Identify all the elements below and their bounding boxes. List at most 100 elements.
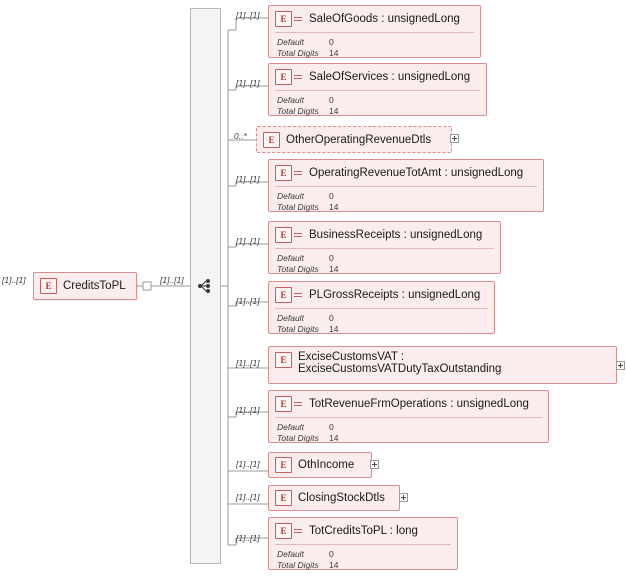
element-box-9[interactable]: E ClosingStockDtls (268, 485, 400, 511)
element-header: E TotRevenueFrmOperations : unsignedLong (269, 391, 548, 417)
occurrence-label-6: [1]..[1] (236, 358, 260, 368)
simple-type-icon (294, 70, 303, 84)
element-box-8[interactable]: E OthIncome (268, 452, 372, 478)
element-name: PLGrossReceipts : unsignedLong (309, 289, 481, 301)
root-occurrence-label: [1]..[1] (2, 275, 26, 285)
element-box-4[interactable]: E BusinessReceipts : unsignedLong Defaul… (268, 221, 501, 274)
element-box-10[interactable]: E TotCreditsToPL : long Default 0 Total … (268, 517, 458, 570)
element-icon: E (275, 287, 292, 303)
element-box-7[interactable]: E TotRevenueFrmOperations : unsignedLong… (268, 390, 549, 443)
element-icon: E (275, 457, 292, 473)
element-box-1[interactable]: E SaleOfServices : unsignedLong Default … (268, 63, 487, 116)
facet-list: Default 0 Total Digits 14 (269, 187, 543, 219)
element-box-0[interactable]: E SaleOfGoods : unsignedLong Default 0 T… (268, 5, 481, 58)
element-box-2[interactable]: E OtherOperatingRevenueDtls (256, 126, 452, 153)
element-icon: E (40, 278, 57, 294)
facet-row: Total Digits 14 (277, 48, 474, 59)
element-box-3[interactable]: E OperatingRevenueTotAmt : unsignedLong … (268, 159, 544, 212)
simple-type-icon (294, 228, 303, 242)
simple-type-icon (294, 524, 303, 538)
facet-row: Total Digits 14 (277, 106, 480, 117)
facet-row: Total Digits 14 (277, 560, 451, 571)
facet-row: Total Digits 14 (277, 202, 537, 213)
element-box-6[interactable]: E ExciseCustomsVAT : ExciseCustomsVATDut… (268, 346, 617, 384)
facet-label: Total Digits (277, 433, 319, 443)
facet-row: Total Digits 14 (277, 324, 488, 335)
element-header: E TotCreditsToPL : long (269, 518, 457, 544)
facet-label: Default (277, 95, 304, 105)
facet-label: Default (277, 549, 304, 559)
facet-list: Default 0 Total Digits 14 (269, 91, 486, 123)
occurrence-label-3: [1]..[1] (236, 174, 260, 184)
facet-value: 14 (329, 433, 339, 443)
element-icon: E (263, 131, 280, 148)
element-name: TotCreditsToPL : long (309, 525, 418, 537)
simple-type-icon (294, 397, 303, 411)
element-header: E CreditsToPL (34, 273, 136, 299)
facet-value: 14 (329, 106, 339, 116)
element-icon: E (275, 69, 292, 85)
facet-value: 14 (329, 202, 339, 212)
facet-value: 14 (329, 560, 339, 570)
element-name: ClosingStockDtls (298, 492, 385, 504)
occurrence-label-9: [1]..[1] (236, 492, 260, 502)
facet-row: Default 0 (277, 253, 494, 264)
expand-button-8[interactable] (370, 460, 379, 469)
expand-button-2[interactable] (450, 134, 459, 143)
facet-label: Default (277, 253, 304, 263)
element-box-root[interactable]: E CreditsToPL (33, 272, 137, 300)
expand-button-9[interactable] (399, 493, 408, 502)
facet-label: Total Digits (277, 48, 319, 58)
occurrence-label-1: [1]..[1] (236, 78, 260, 88)
simple-type-icon (294, 12, 303, 26)
occurrence-label-8: [1]..[1] (236, 459, 260, 469)
facet-value: 0 (329, 422, 334, 432)
element-header: E OthIncome (269, 453, 371, 477)
header-divider (275, 248, 494, 249)
element-name: OperatingRevenueTotAmt : unsignedLong (309, 167, 524, 179)
element-name: OthIncome (298, 459, 355, 471)
facet-value: 0 (329, 95, 334, 105)
facet-list: Default 0 Total Digits 14 (269, 33, 480, 65)
facet-value: 0 (329, 253, 334, 263)
facet-row: Default 0 (277, 95, 480, 106)
occurrence-label-7: [1]..[1] (236, 405, 260, 415)
facet-list: Default 0 Total Digits 14 (269, 309, 494, 341)
expand-button-6[interactable] (616, 361, 625, 370)
occurrence-label-5: [1]..[1] (236, 296, 260, 306)
element-box-5[interactable]: E PLGrossReceipts : unsignedLong Default… (268, 281, 495, 334)
header-divider (275, 308, 488, 309)
element-header: E ExciseCustomsVAT : ExciseCustomsVATDut… (269, 347, 616, 387)
element-icon: E (275, 490, 292, 506)
element-icon: E (275, 523, 292, 539)
facet-value: 14 (329, 264, 339, 274)
element-name: ExciseCustomsVAT : ExciseCustomsVATDutyT… (298, 351, 502, 375)
facet-row: Default 0 (277, 549, 451, 560)
facet-list: Default 0 Total Digits 14 (269, 545, 457, 577)
facet-value: 0 (329, 313, 334, 323)
element-icon: E (275, 396, 292, 412)
facet-row: Default 0 (277, 37, 474, 48)
facet-label: Total Digits (277, 324, 319, 334)
facet-label: Default (277, 422, 304, 432)
facet-label: Default (277, 191, 304, 201)
element-header: E BusinessReceipts : unsignedLong (269, 222, 500, 248)
facet-list: Default 0 Total Digits 14 (269, 418, 548, 450)
facet-value: 0 (329, 191, 334, 201)
facet-label: Default (277, 37, 304, 47)
facet-label: Total Digits (277, 202, 319, 212)
occurrence-label-0: [1]..[1] (236, 10, 260, 20)
occurrence-label-2: 0..* (234, 131, 247, 141)
element-name: SaleOfGoods : unsignedLong (309, 13, 460, 25)
occurrence-label-10: [1]..[1] (236, 533, 260, 543)
facet-value: 0 (329, 549, 334, 559)
simple-type-icon (294, 166, 303, 180)
element-header: E SaleOfServices : unsignedLong (269, 64, 486, 90)
facet-value: 14 (329, 48, 339, 58)
element-header: E ClosingStockDtls (269, 486, 399, 510)
root-connector-occurrence-label: [1]..[1] (160, 275, 184, 285)
header-divider (275, 544, 451, 545)
element-header: E OtherOperatingRevenueDtls (257, 127, 451, 152)
header-divider (275, 186, 537, 187)
